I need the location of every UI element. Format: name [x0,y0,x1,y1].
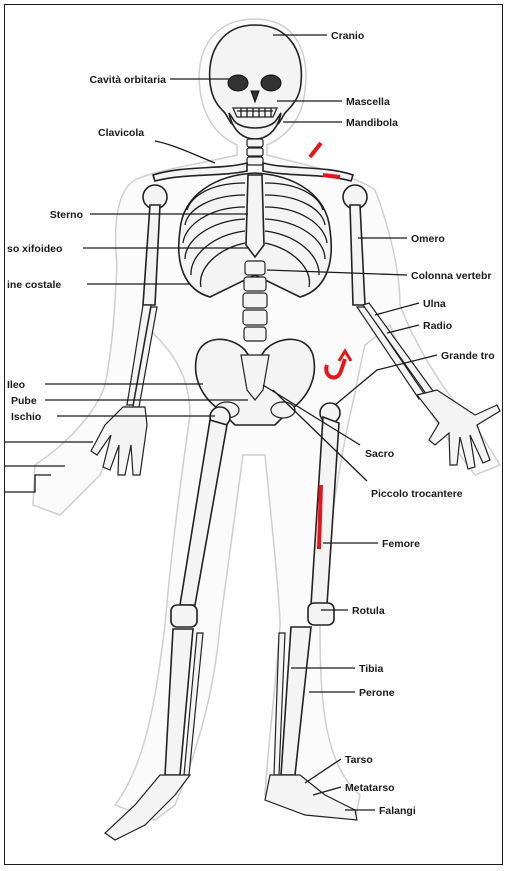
label-perone: Perone [359,687,395,699]
label-ulna: Ulna [423,298,446,310]
label-processo-xifoideo: so xifoideo [7,243,62,255]
label-mandibola: Mandibola [346,117,398,129]
right-orbit [228,75,248,91]
label-pube: Pube [11,395,37,407]
cervical-spine [247,139,263,165]
label-ischio: Ischio [11,411,41,423]
label-omero: Omero [411,233,445,245]
red-mark-clavicle-slash [310,143,321,157]
label-falangi: Falangi [379,805,416,817]
label-rotula: Rotula [352,605,385,617]
label-tibia: Tibia [359,663,383,675]
label-sterno: Sterno [50,209,83,221]
label-femore: Femore [382,538,420,550]
label-ileo: Ileo [7,379,25,391]
lumbar-spine [243,261,267,341]
left-patella [308,603,334,625]
label-grande-trocantere: Grande tro [441,350,495,362]
label-cavita-orbitaria: Cavità orbitaria [90,74,167,86]
label-cartilagine-costale: ine costale [7,279,61,291]
left-orbit [261,75,281,91]
red-mark-femur-line [319,485,321,549]
label-clavicola: Clavicola [98,127,144,139]
label-mascella: Mascella [346,96,390,108]
left-hand [417,390,500,469]
label-piccolo-trocantere: Piccolo trocantere [371,488,463,500]
red-mark-shoulder-dash [323,175,340,177]
label-tarso: Tarso [345,754,373,766]
skeleton-diagram: Cranio Cavità orbitaria Mascella Mandibo… [5,5,504,866]
sternum [246,175,264,257]
label-colonna-vertebrale: Colonna vertebr [411,270,492,282]
right-patella [171,605,197,627]
label-radio: Radio [423,320,452,332]
label-sacro: Sacro [365,448,394,460]
diagram-frame: Cranio Cavità orbitaria Mascella Mandibo… [4,4,503,865]
label-cranio: Cranio [331,30,364,42]
label-metatarso: Metatarso [345,782,395,794]
